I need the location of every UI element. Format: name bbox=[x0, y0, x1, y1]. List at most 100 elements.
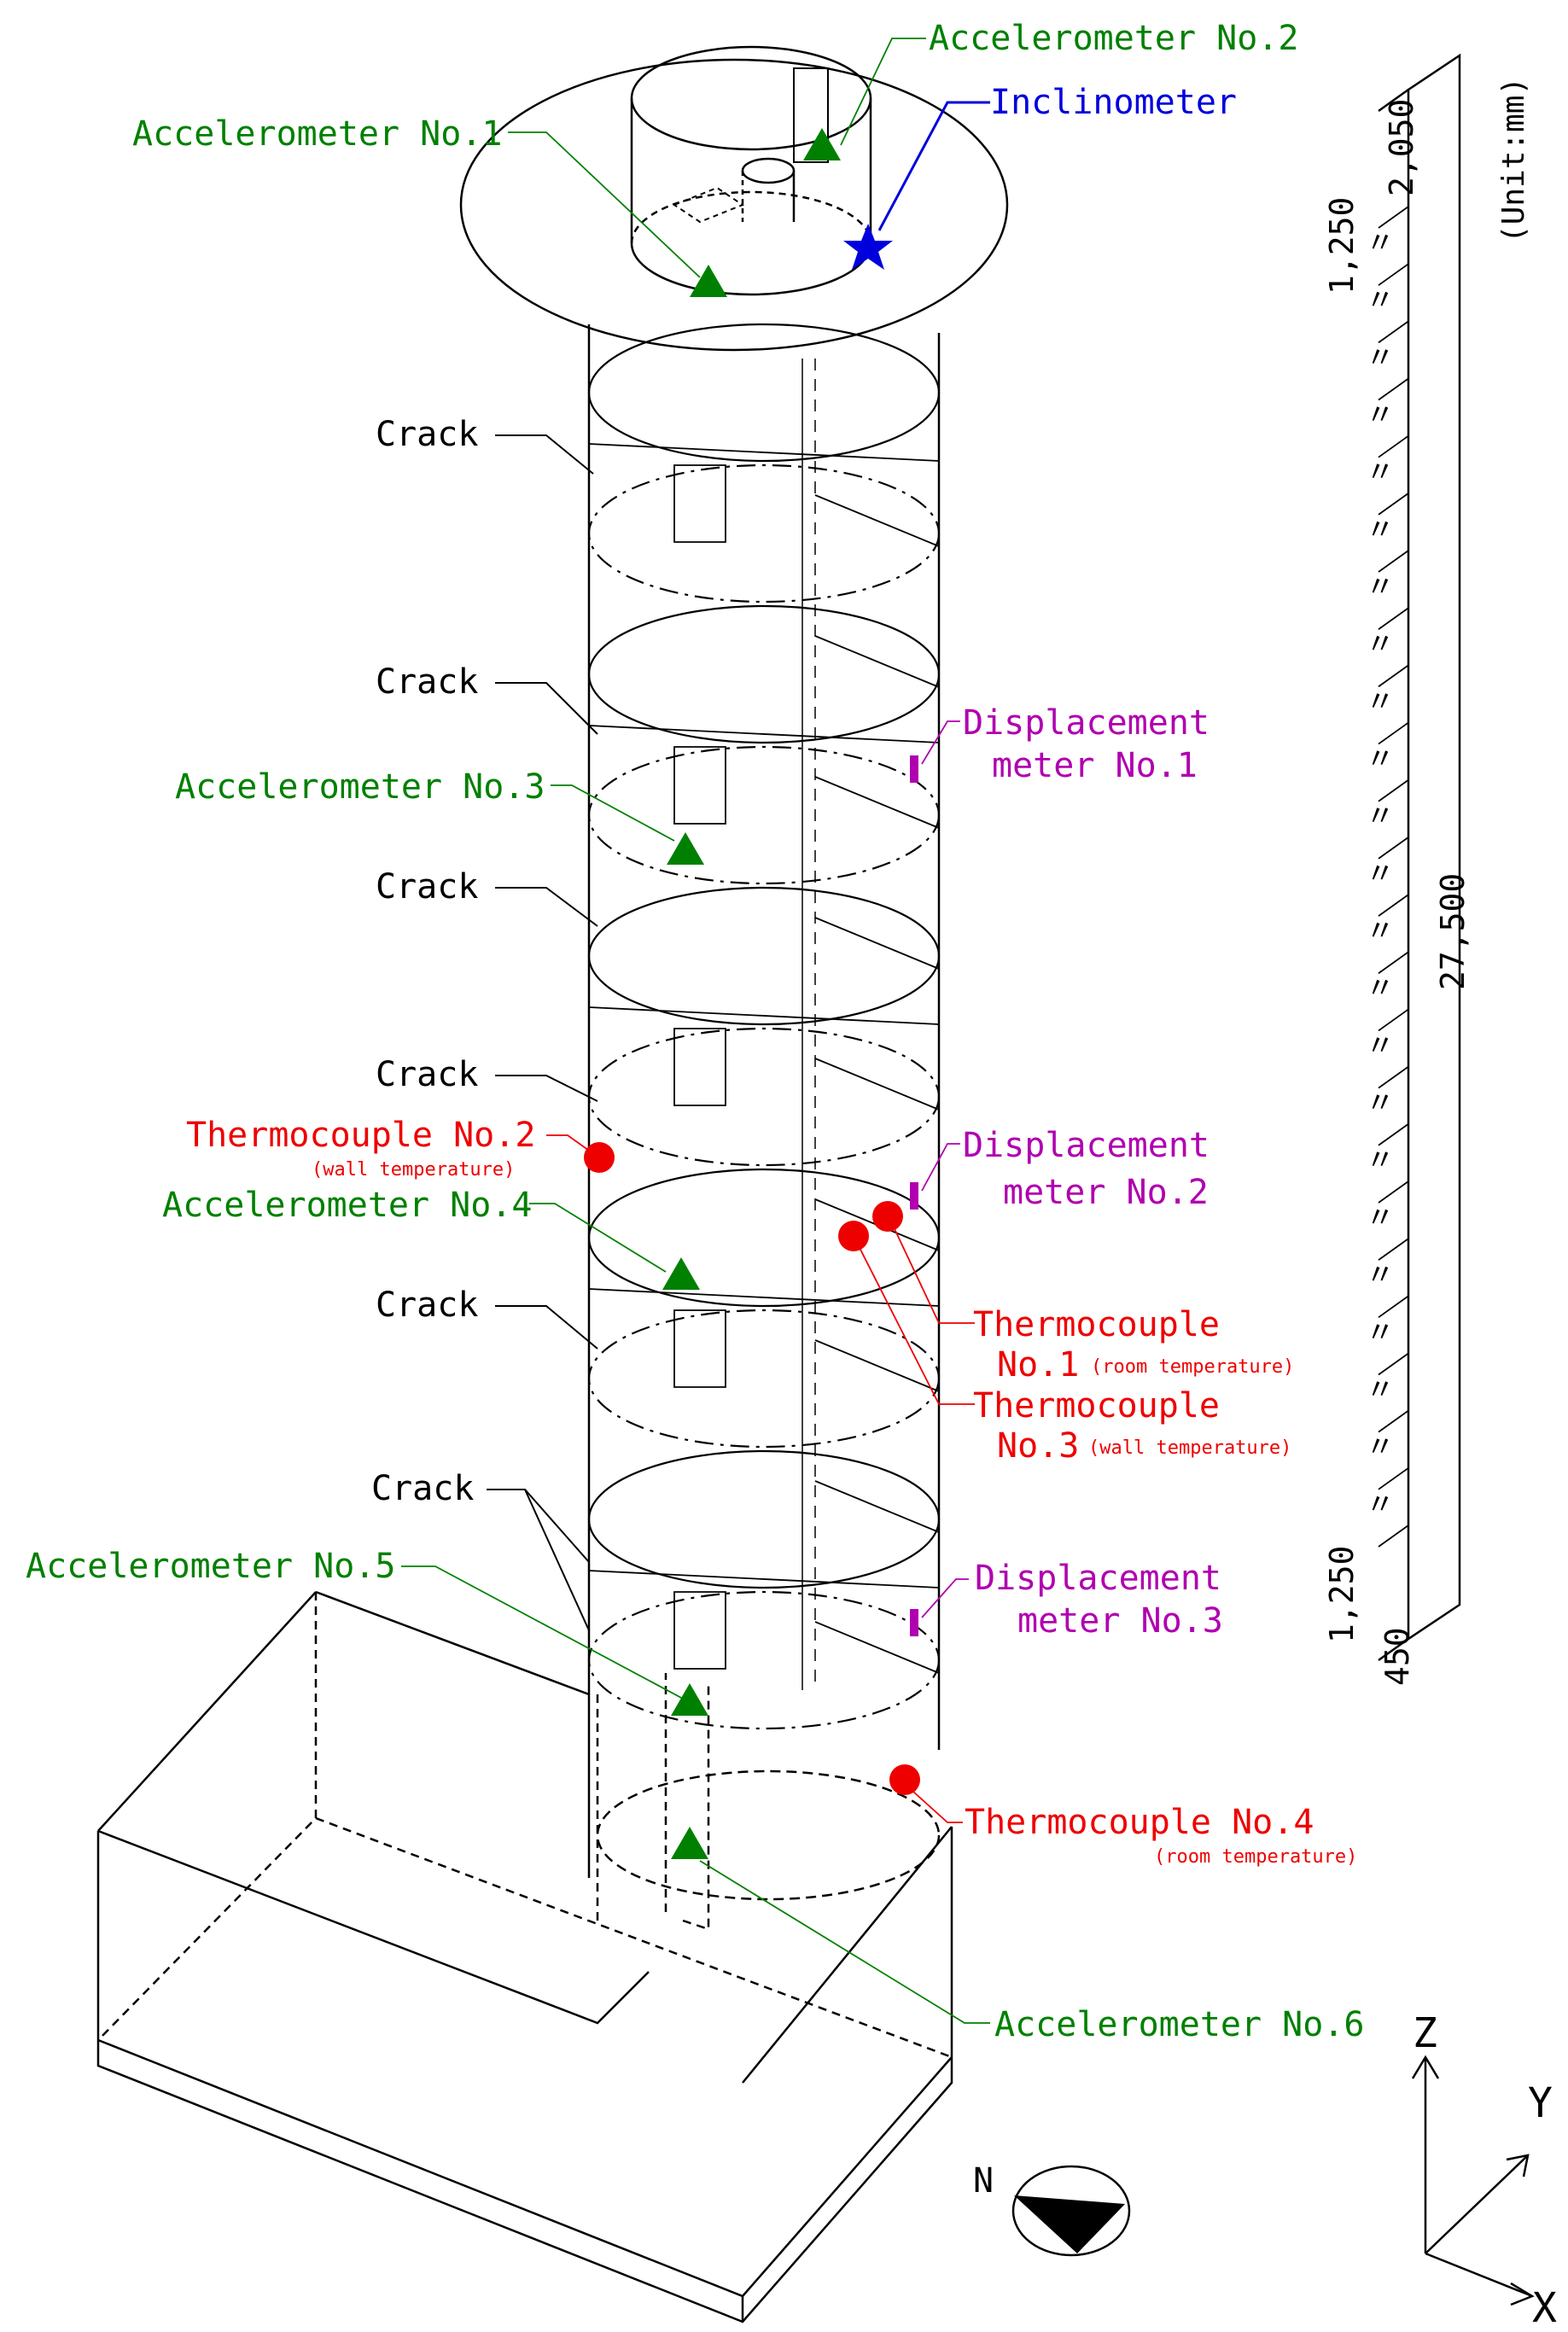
accelerometer-6-label: Accelerometer No.6 bbox=[994, 2005, 1364, 2044]
accelerometer-3-label: Accelerometer No.3 bbox=[175, 767, 545, 807]
accelerometer-5-label: Accelerometer No.5 bbox=[26, 1547, 395, 1586]
scale-ditto-marks: 〃〃〃〃〃〃〃〃〃〃〃〃〃〃〃〃〃〃〃〃〃〃〃 bbox=[1366, 226, 1395, 1522]
scale-tick bbox=[1378, 1352, 1409, 1376]
scale-tick bbox=[1378, 607, 1409, 630]
scale-ticks bbox=[1378, 206, 1409, 1548]
scale-ditto-mark: 〃 bbox=[1366, 283, 1395, 318]
crack-label-1: Crack bbox=[376, 415, 478, 454]
thermocouple-1-marker bbox=[872, 1201, 903, 1232]
crack-label-4: Crack bbox=[376, 1055, 478, 1094]
top-platform-disc bbox=[459, 58, 1009, 352]
scale-tick bbox=[1378, 779, 1409, 802]
scale-ditto-mark: 〃 bbox=[1366, 1315, 1395, 1350]
scale-top-dimension: 2,050 bbox=[1383, 99, 1420, 196]
scale-ditto-mark: 〃 bbox=[1366, 456, 1395, 490]
crack-label-5: Crack bbox=[376, 1286, 478, 1325]
thermocouple-2-marker bbox=[584, 1142, 615, 1173]
base-foundation bbox=[96, 1590, 953, 2323]
thermocouple-1-note: (room temperature) bbox=[1091, 1356, 1294, 1378]
displacement-meter-1-label-line1: Displacement bbox=[963, 703, 1210, 743]
scale-tick bbox=[1378, 320, 1409, 344]
north-compass bbox=[1011, 2165, 1131, 2257]
displacement-meter-2-marker bbox=[910, 1182, 918, 1210]
accelerometer-4-label: Accelerometer No.4 bbox=[162, 1186, 532, 1225]
displacement-meter-2-label-line2: meter No.2 bbox=[1003, 1173, 1209, 1212]
dimension-scale-bar bbox=[1378, 53, 1461, 1662]
scale-tick bbox=[1378, 263, 1409, 286]
thermocouple-1-label-line2: No.1 bbox=[997, 1345, 1079, 1385]
thermocouple-3-note: (wall temperature) bbox=[1088, 1437, 1291, 1459]
scale-ditto-mark: 〃 bbox=[1366, 1431, 1395, 1465]
scale-ditto-mark: 〃 bbox=[1366, 743, 1395, 777]
accelerometer-4-marker bbox=[662, 1257, 700, 1290]
accelerometer-3-marker bbox=[667, 832, 704, 865]
spiral-floors bbox=[587, 323, 941, 1730]
scale-ditto-mark: 〃 bbox=[1366, 800, 1395, 834]
compass-north-label: N bbox=[973, 2161, 994, 2201]
thermocouple-4-label: Thermocouple No.4 bbox=[965, 1803, 1314, 1842]
scale-tick bbox=[1378, 377, 1409, 401]
thermocouple-2-note: (wall temperature) bbox=[312, 1159, 515, 1181]
scale-tick bbox=[1378, 1295, 1409, 1319]
scale-tick bbox=[1378, 550, 1409, 573]
crack-label-6: Crack bbox=[371, 1469, 474, 1508]
scale-tick bbox=[1378, 837, 1409, 860]
scale-upper-dimension: 1,250 bbox=[1323, 197, 1361, 294]
accelerometer-1-label: Accelerometer No.1 bbox=[132, 114, 502, 154]
thermocouple-3-label-line2: No.3 bbox=[997, 1426, 1079, 1466]
scale-tick bbox=[1378, 1181, 1409, 1204]
scale-tick bbox=[1378, 206, 1409, 229]
thermocouple-1-label-line1: Thermocouple bbox=[973, 1305, 1220, 1344]
inclinometer-leader bbox=[877, 101, 990, 231]
scale-ditto-mark: 〃 bbox=[1366, 1258, 1395, 1292]
scale-tick bbox=[1378, 434, 1409, 458]
scale-ditto-mark: 〃 bbox=[1366, 1087, 1395, 1121]
scale-ditto-mark: 〃 bbox=[1366, 1144, 1395, 1178]
north-arrow-icon bbox=[1014, 2195, 1125, 2253]
displacement-leaders bbox=[921, 720, 969, 1618]
crack-leaders bbox=[487, 434, 598, 1631]
scale-ditto-mark: 〃 bbox=[1366, 1373, 1395, 1407]
scale-tick bbox=[1378, 664, 1409, 688]
crack-label-3: Crack bbox=[376, 867, 478, 907]
scale-tick bbox=[1378, 1238, 1409, 1261]
scale-tick bbox=[1378, 1065, 1409, 1089]
scale-ditto-mark: 〃 bbox=[1366, 570, 1395, 604]
scale-ditto-mark: 〃 bbox=[1366, 627, 1395, 662]
displacement-meter-1-marker bbox=[910, 755, 918, 783]
accelerometer-1-marker bbox=[690, 265, 727, 297]
scale-total-dimension: 27,500 bbox=[1434, 873, 1472, 990]
axis-y-label: Y bbox=[1528, 2079, 1553, 2127]
accelerometer-5-marker bbox=[671, 1683, 708, 1716]
displacement-meter-3-label-line1: Displacement bbox=[975, 1559, 1221, 1598]
scale-ditto-mark: 〃 bbox=[1366, 685, 1395, 719]
thermocouple-4-marker bbox=[889, 1764, 920, 1795]
scale-ditto-mark: 〃 bbox=[1366, 971, 1395, 1006]
scale-tick bbox=[1378, 1525, 1409, 1548]
accelerometer-leaders bbox=[401, 38, 990, 2024]
stair-steps bbox=[588, 443, 940, 1674]
scale-tick bbox=[1378, 1467, 1409, 1490]
displacement-meter-3-marker bbox=[910, 1609, 918, 1636]
axis-x-label: X bbox=[1532, 2284, 1557, 2332]
scale-ditto-mark: 〃 bbox=[1366, 857, 1395, 891]
accelerometer-6-marker bbox=[671, 1827, 708, 1859]
scale-tick bbox=[1378, 1008, 1409, 1032]
tower-structure bbox=[96, 45, 1009, 2323]
thermocouple-2-label: Thermocouple No.2 bbox=[186, 1116, 535, 1155]
scale-lower-dimension: 1,250 bbox=[1323, 1546, 1361, 1643]
thermocouple-4-note: (room temperature) bbox=[1154, 1846, 1357, 1868]
scale-unit-label: (Unit:mm) bbox=[1496, 77, 1531, 243]
scale-ditto-mark: 〃 bbox=[1366, 341, 1395, 375]
scale-ditto-mark: 〃 bbox=[1366, 914, 1395, 948]
displacement-meter-3-label-line2: meter No.3 bbox=[1017, 1601, 1223, 1641]
thermocouple-3-label-line1: Thermocouple bbox=[973, 1386, 1220, 1425]
scale-ditto-mark: 〃 bbox=[1366, 1488, 1395, 1522]
scale-ditto-mark: 〃 bbox=[1366, 398, 1395, 432]
scale-tick bbox=[1378, 721, 1409, 745]
scale-ditto-mark: 〃 bbox=[1366, 513, 1395, 547]
scale-tick bbox=[1378, 1123, 1409, 1146]
scale-ditto-mark: 〃 bbox=[1366, 1201, 1395, 1235]
axis-z-label: Z bbox=[1413, 2009, 1437, 2057]
